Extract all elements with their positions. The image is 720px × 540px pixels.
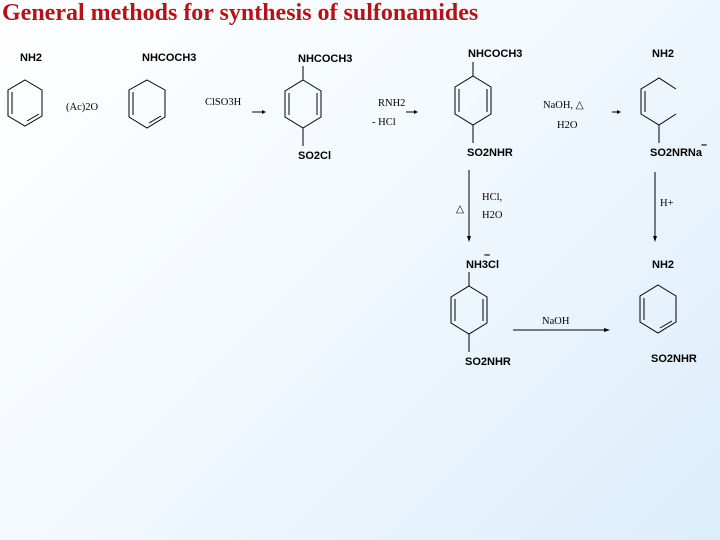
- compound-7-bottom-label: SO2NHR: [465, 356, 511, 368]
- benzene-ring-6: [450, 285, 488, 335]
- compound-5-bottom-label: SO2NRNa: [650, 147, 703, 159]
- benzene-ring-3: [284, 79, 322, 129]
- compound-acetamidobenzenesulfonyl-chloride: NHCOCH3 SO2Cl: [284, 53, 352, 162]
- compound-5-top-label: NH2: [652, 48, 674, 60]
- reagent-naoh-heat: NaOH, △: [543, 100, 585, 111]
- compound-3-top-label: NHCOCH3: [298, 53, 352, 65]
- reagent-water-1: H2O: [557, 120, 578, 131]
- compound-final-sulfonamide: NH2 SO2NHR: [639, 259, 697, 365]
- compound-5-charge: –: [701, 139, 707, 151]
- benzene-ring-8: [639, 284, 677, 334]
- compound-8-top-label: NH2: [652, 259, 674, 271]
- compound-4-bottom-label: SO2NHR: [467, 147, 513, 159]
- compound-acetanilide: NHCOCH3: [128, 52, 196, 129]
- reagent-naoh: NaOH: [542, 316, 570, 327]
- compound-6-charge: –: [484, 249, 490, 261]
- compound-aniline: NH2: [7, 52, 43, 127]
- arrow-head-6: [653, 236, 657, 242]
- compound-4-top-label: NHCOCH3: [468, 48, 522, 60]
- reagent-acid: H+: [660, 198, 674, 209]
- ring-2-double-bond: [148, 115, 162, 124]
- compound-sulfonamide-sodium-salt: NH2 SO2NRNa –: [640, 48, 707, 159]
- benzene-ring-4: [454, 75, 492, 126]
- compound-2-top-label: NHCOCH3: [142, 52, 196, 64]
- compound-acetamidobenzenesulfonamide: NHCOCH3 SO2NHR: [454, 48, 522, 159]
- benzene-ring-5: [640, 77, 677, 126]
- ring-1-double-bond: [26, 113, 40, 122]
- reagent-amine: RNH2: [378, 98, 405, 109]
- reagent-water-2: H2O: [482, 210, 503, 221]
- reagent-heat-symbol: △: [456, 204, 465, 215]
- benzene-ring-2: [128, 79, 166, 129]
- reagent-loss-of-hcl: - HCl: [372, 117, 396, 128]
- compound-anilinium-sulfonamide: NH3Cl – SO2NHR: [450, 249, 511, 368]
- arrow-head-5: [467, 236, 471, 242]
- reagent-hcl: HCl,: [482, 192, 502, 203]
- ring-8-double-bond: [659, 320, 673, 329]
- compound-3-bottom-label: SO2Cl: [298, 150, 331, 162]
- reagent-chlorosulfonic-acid: ClSO3H: [205, 97, 242, 108]
- reagent-acetic-anhydride: (Ac)2O: [66, 102, 98, 113]
- compound-8-bottom-label: SO2NHR: [651, 353, 697, 365]
- compound-1-top-label: NH2: [20, 52, 42, 64]
- arrow-head-2: [262, 110, 266, 114]
- arrow-head-4: [617, 110, 621, 114]
- page-title: General methods for synthesis of sulfona…: [2, 0, 479, 26]
- arrow-head-3: [414, 110, 418, 114]
- benzene-ring-1: [7, 79, 43, 127]
- compound-6-top-label: NH3Cl: [466, 259, 499, 271]
- arrow-head-7: [604, 328, 610, 332]
